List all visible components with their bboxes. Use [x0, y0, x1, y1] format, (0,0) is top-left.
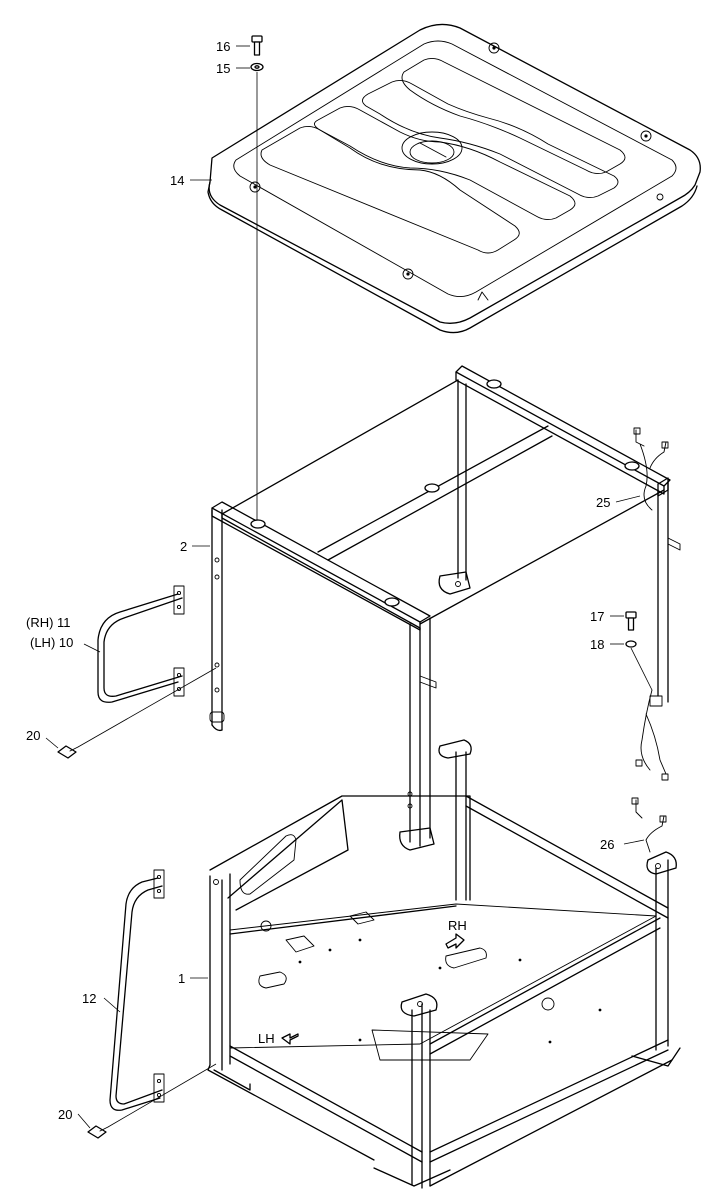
- lh-direction-label: LH: [258, 1031, 275, 1046]
- callout-20-upper: 20: [26, 728, 40, 743]
- rh-arrow-icon: [445, 933, 465, 949]
- washer-part-15: [250, 62, 264, 72]
- callout-18: 18: [590, 637, 604, 652]
- callout-26: 26: [600, 837, 614, 852]
- bolt-part-20-upper: [57, 745, 79, 759]
- rh-direction-label: RH: [448, 918, 467, 933]
- grab-handle-part-12: [109, 869, 165, 1111]
- callout-2: 2: [180, 539, 187, 554]
- bolt-part-20-lower: [87, 1125, 109, 1139]
- callout-10: (LH) 10: [30, 635, 73, 650]
- harness-lower: [635, 689, 669, 781]
- callout-20-lower: 20: [58, 1107, 72, 1122]
- washer-part-18: [625, 640, 637, 648]
- callout-11: (RH) 11: [26, 615, 71, 630]
- bolt-part-17: [625, 611, 637, 631]
- callout-25: 25: [596, 495, 610, 510]
- harness-part-26: [631, 797, 667, 853]
- lh-arrow-icon: [281, 1033, 299, 1045]
- assembly-line: [630, 647, 653, 691]
- harness-part-25: [633, 427, 669, 511]
- assembly-line: [107, 1063, 217, 1128]
- callout-14: 14: [170, 173, 184, 188]
- upper-frame-part-2: [209, 365, 681, 851]
- callout-12: 12: [82, 991, 96, 1006]
- callout-16: 16: [216, 39, 230, 54]
- callout-1: 1: [178, 971, 185, 986]
- cover-panel-part-14: [207, 23, 701, 334]
- grab-handle-part-10-11: [97, 585, 185, 703]
- callout-17: 17: [590, 609, 604, 624]
- assembly-line: [77, 667, 217, 748]
- base-frame-part-1: [207, 739, 681, 1189]
- bolt-part-16: [251, 35, 263, 56]
- callout-15: 15: [216, 61, 230, 76]
